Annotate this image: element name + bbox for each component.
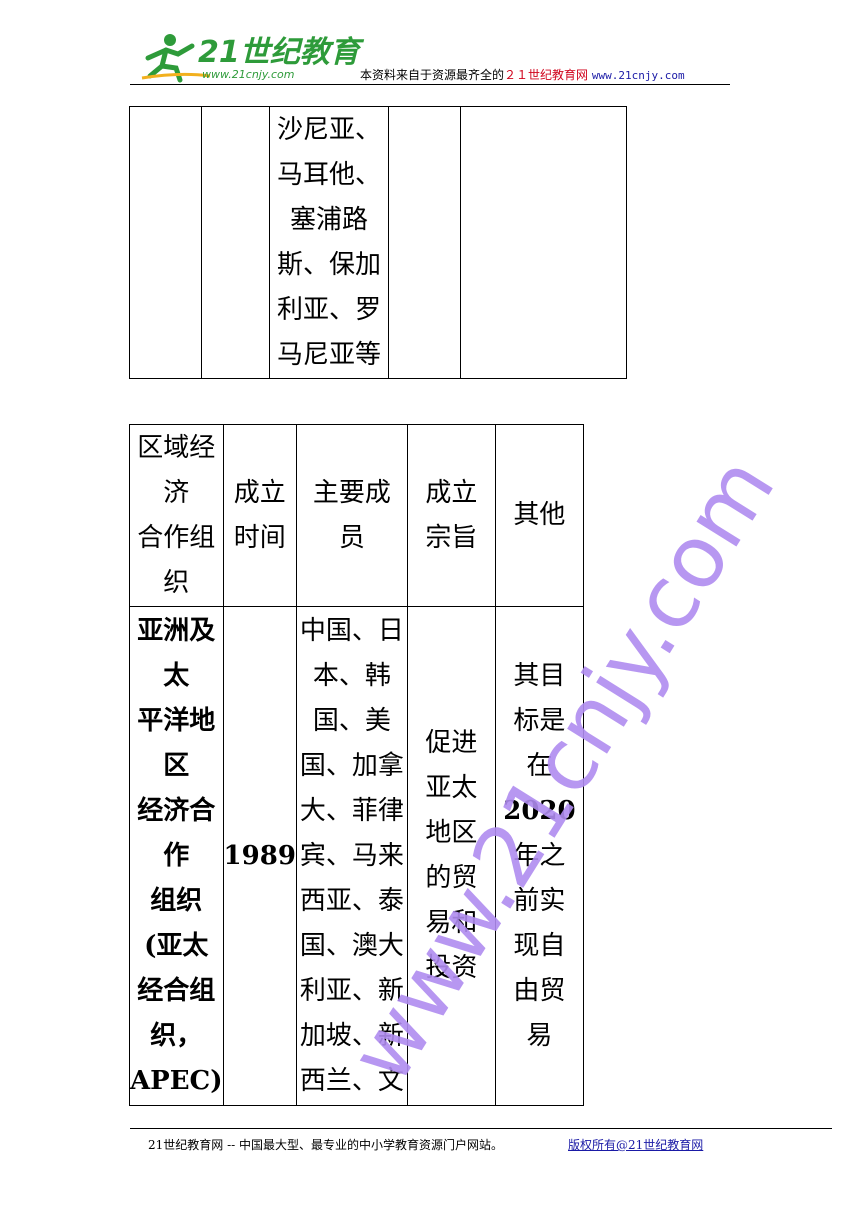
- cell-line: 经济合: [137, 795, 216, 826]
- cell-line: 区: [163, 750, 190, 781]
- cell-line: 经合组: [137, 975, 216, 1006]
- cell-line: 利亚、罗: [276, 294, 381, 325]
- cell-line: 由贸: [513, 975, 566, 1006]
- purpose-cell: 促进 亚太 地区 的贸 易和 投资: [406, 606, 496, 1106]
- header-cell-organization: 区域经 济 合作组 织: [129, 424, 224, 607]
- cell-line: 时间: [233, 522, 286, 553]
- cell-line: 年之: [513, 840, 566, 871]
- cell-line: 国、美: [312, 705, 391, 736]
- table-cell: [129, 106, 202, 379]
- founded-year-cell: 1989: [222, 606, 297, 1106]
- cell-line: 员: [338, 522, 365, 553]
- header-note-url[interactable]: www.21cnjy.com: [591, 69, 685, 82]
- table-cell: [388, 106, 461, 379]
- cell-line: 斯、保加: [276, 249, 381, 280]
- cell-line: 马耳他、: [276, 159, 381, 190]
- cell-line: 易: [526, 1020, 553, 1051]
- cell-line: 平洋地: [137, 705, 216, 736]
- cell-line: 地区: [425, 818, 478, 848]
- cell-line: 织，: [150, 1020, 203, 1051]
- header-cell-members: 主要成 员: [295, 424, 408, 607]
- cell-line: 亚洲及: [137, 615, 216, 646]
- cell-line: 马尼亚等: [276, 339, 381, 370]
- footer-copyright-link[interactable]: 版权所有@21世纪教育网: [568, 1138, 704, 1152]
- table-row: 沙尼亚、 马耳他、 塞浦路 斯、保加 利亚、罗 马尼亚等: [129, 106, 627, 379]
- continuation-table: 沙尼亚、 马耳他、 塞浦路 斯、保加 利亚、罗 马尼亚等: [129, 106, 627, 379]
- cell-line: (亚太: [144, 930, 209, 961]
- cell-line: 2020: [503, 795, 576, 826]
- cell-line: 加坡、新: [299, 1020, 404, 1051]
- cell-line: 西兰、文: [299, 1065, 404, 1096]
- table-cell: [201, 106, 270, 379]
- cell-line: 其目: [513, 660, 566, 691]
- header-note-brand: ２１世纪教育网: [504, 68, 589, 82]
- footer-site-description: 21世纪教育网 -- 中国最大型、最专业的中小学教育资源门户网站。: [148, 1138, 504, 1152]
- svg-text:www.21cnjy.com: www.21cnjy.com: [202, 68, 295, 81]
- cell-line: 太: [163, 660, 190, 691]
- cell-line: 促进: [425, 728, 478, 758]
- cell-line: 在: [526, 750, 553, 781]
- cell-line: 标是: [513, 705, 566, 736]
- economic-organization-table: 区域经 济 合作组 织 成立 时间 主要成 员 成立 宗旨 其他 亚洲及 太 平…: [129, 424, 584, 1106]
- cell-line: 本、韩: [312, 660, 391, 691]
- cell-line: 塞浦路: [289, 204, 368, 235]
- cell-line: 国、加拿: [299, 750, 404, 781]
- header-cell-purpose: 成立 宗旨: [406, 424, 496, 607]
- cell-line: 亚太: [425, 773, 478, 803]
- cell-line: 现自: [513, 930, 566, 961]
- cell-line: 织: [163, 567, 190, 598]
- table-header-row: 区域经 济 合作组 织 成立 时间 主要成 员 成立 宗旨 其他: [129, 424, 584, 607]
- header-cell-founded: 成立 时间: [222, 424, 297, 607]
- cell-line: 其他: [513, 500, 566, 530]
- members-cell: 中国、日 本、韩 国、美 国、加拿 大、菲律 宾、马来 西亚、泰 国、澳大 利亚…: [295, 606, 408, 1106]
- cell-line: 主要成: [312, 477, 391, 508]
- cell-line: 合作组: [137, 522, 216, 553]
- cell-line: 易和: [425, 908, 478, 938]
- cell-line: 宗旨: [425, 522, 478, 553]
- cell-line: APEC): [130, 1065, 223, 1096]
- table-row-apec: 亚洲及 太 平洋地 区 经济合 作 组织 (亚太 经合组 织， APEC) 19…: [129, 606, 584, 1106]
- cell-line: 的贸: [425, 863, 478, 893]
- svg-text:21世纪教育: 21世纪教育: [198, 35, 365, 70]
- cell-line: 区域经: [137, 432, 216, 463]
- members-cell: 沙尼亚、 马耳他、 塞浦路 斯、保加 利亚、罗 马尼亚等: [269, 106, 389, 379]
- cell-line: 济: [163, 477, 190, 508]
- header-cell-other: 其他: [494, 424, 584, 607]
- site-logo: 21世纪教育 www.21cnjy.com: [140, 28, 365, 84]
- cell-line: 宾、马来: [299, 840, 404, 871]
- footer-rule: [130, 1128, 832, 1129]
- cell-line: 组织: [150, 885, 203, 916]
- table-cell: [460, 106, 627, 379]
- organization-name-cell: 亚洲及 太 平洋地 区 经济合 作 组织 (亚太 经合组 织， APEC): [129, 606, 224, 1106]
- header-rule: [130, 84, 730, 85]
- cell-line: 沙尼亚、: [276, 114, 381, 145]
- cell-line: 国、澳大: [299, 930, 404, 961]
- cell-line: 成立: [425, 477, 478, 508]
- cell-line: 作: [163, 840, 190, 871]
- other-cell: 其目 标是 在 2020 年之 前实 现自 由贸 易: [494, 606, 584, 1106]
- cell-line: 中国、日: [299, 615, 404, 646]
- cell-line: 利亚、新: [299, 975, 404, 1006]
- cell-line: 前实: [513, 885, 566, 916]
- runner-logo-icon: 21世纪教育 www.21cnjy.com: [141, 34, 365, 83]
- cell-line: 成立: [233, 477, 286, 508]
- header-source-note: 本资料来自于资源最齐全的２１世纪教育网 www.21cnjy.com: [360, 66, 685, 83]
- header-note-prefix: 本资料来自于资源最齐全的: [360, 68, 505, 82]
- cell-line: 投资: [425, 953, 478, 983]
- cell-line: 大、菲律: [299, 795, 404, 826]
- cell-line: 西亚、泰: [299, 885, 404, 916]
